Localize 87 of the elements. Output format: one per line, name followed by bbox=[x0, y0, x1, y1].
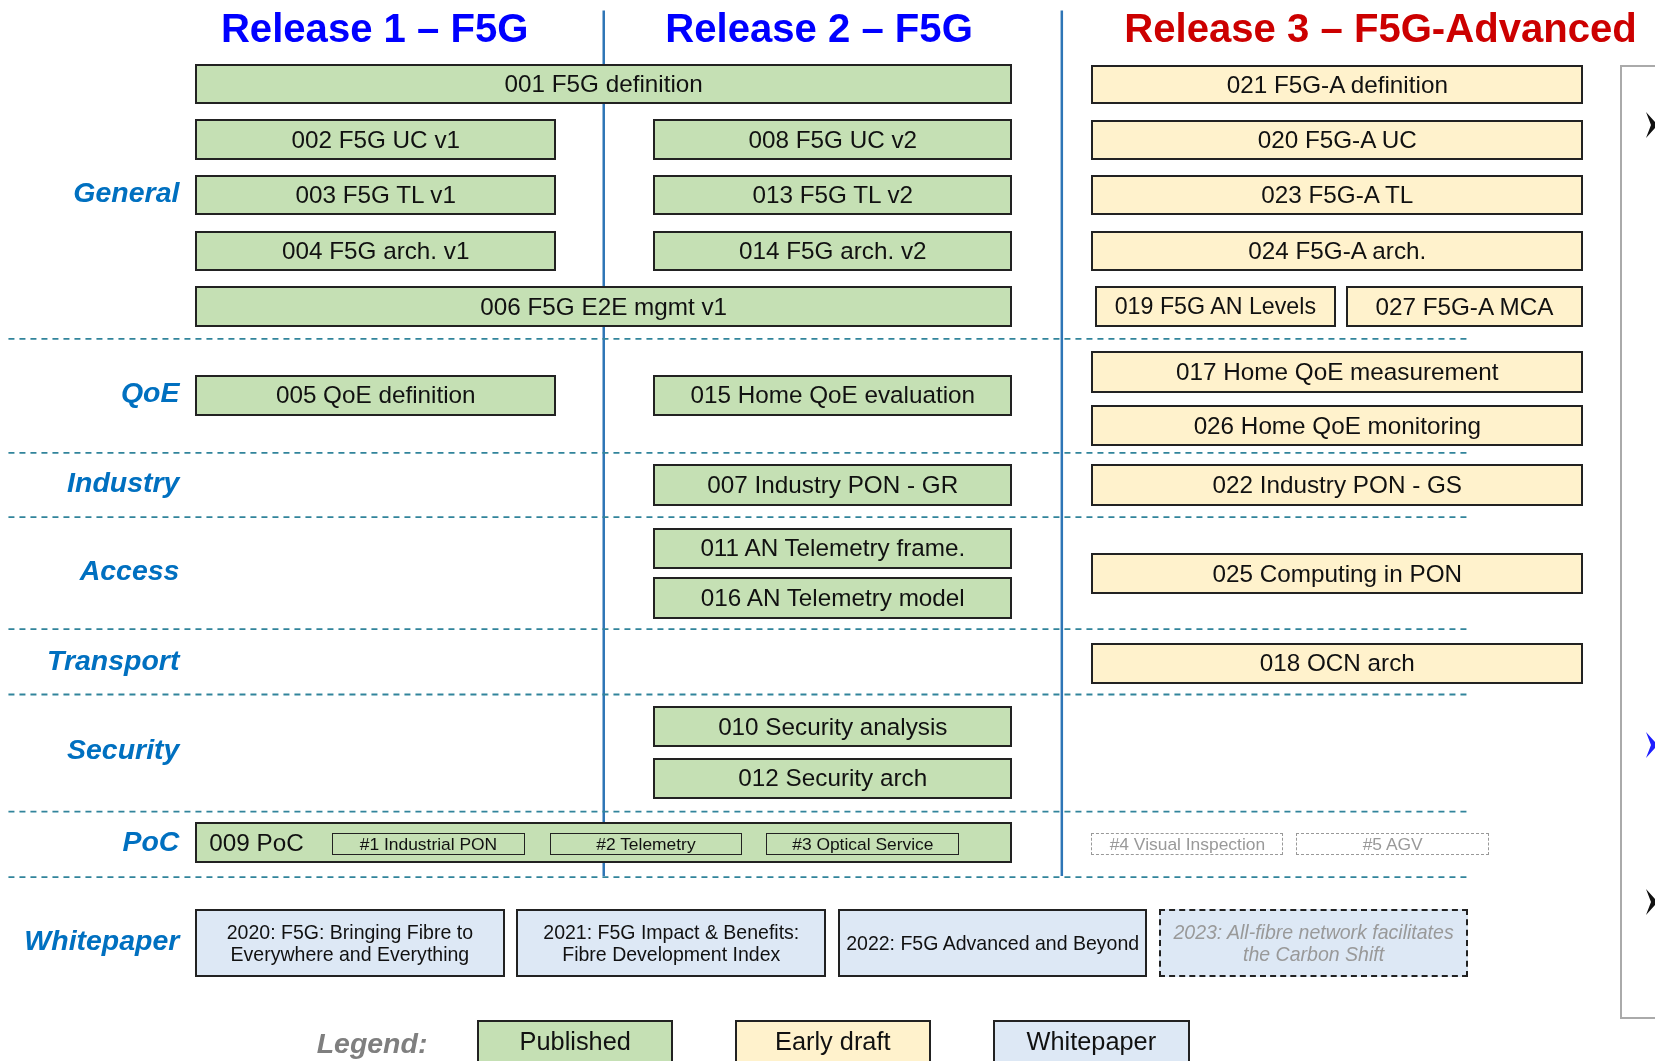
box-label: 2023: All-fibre network facilitates the Carbon Shift bbox=[1172, 920, 1455, 966]
document-box bbox=[653, 527, 1013, 569]
document-box bbox=[195, 231, 557, 272]
document-box bbox=[1091, 642, 1584, 684]
box-label: #5 AGV bbox=[1362, 833, 1423, 854]
box-label: 022 Industry PON - GS bbox=[1212, 471, 1463, 499]
category-label: Access bbox=[79, 553, 180, 587]
box-label: 018 OCN arch bbox=[1259, 649, 1415, 678]
document-box bbox=[1091, 553, 1584, 595]
category-label: Transport bbox=[47, 643, 180, 677]
release-heading: Release 3 – F5G-Advanced bbox=[1124, 6, 1637, 52]
box-label: 017 Home QoE measurement bbox=[1176, 358, 1499, 386]
box-label: 004 F5G arch. v1 bbox=[282, 237, 470, 266]
category-label: Security bbox=[67, 732, 180, 766]
box-label: 020 F5G-A UC bbox=[1257, 126, 1417, 155]
poc-tag bbox=[766, 832, 960, 855]
document-box bbox=[195, 374, 557, 416]
box-label: 014 F5G arch. v2 bbox=[739, 237, 927, 266]
box-label: 008 F5G UC v2 bbox=[748, 125, 918, 154]
document-box bbox=[653, 175, 1013, 216]
legend-label: Early draft bbox=[775, 1026, 891, 1056]
whitepaper-box bbox=[838, 908, 1148, 978]
box-label: 023 F5G-A TL bbox=[1261, 181, 1414, 210]
box-label: 024 F5G-A arch. bbox=[1248, 237, 1427, 266]
box-label: #1 Industrial PON bbox=[359, 833, 498, 854]
box-label: 006 F5G E2E mgmt v1 bbox=[480, 292, 728, 321]
whitepaper-box bbox=[1158, 908, 1469, 978]
document-box bbox=[653, 706, 1013, 748]
category-label: PoC bbox=[122, 824, 180, 858]
document-box bbox=[195, 64, 1013, 105]
document-box bbox=[653, 231, 1013, 272]
box-label: 025 Computing in PON bbox=[1212, 559, 1463, 588]
poc-tag bbox=[1091, 832, 1284, 855]
document-box bbox=[1094, 286, 1337, 328]
document-box bbox=[195, 286, 1013, 328]
release-heading: Release 1 – F5G bbox=[220, 6, 529, 52]
legend-heading: Legend: bbox=[316, 1026, 428, 1060]
document-box bbox=[653, 577, 1013, 619]
document-box bbox=[1091, 231, 1584, 272]
category-label: Whitepaper bbox=[24, 923, 180, 957]
box-label: 011 AN Telemetry frame. bbox=[700, 534, 966, 563]
poc-tag bbox=[332, 832, 525, 855]
box-label: 015 Home QoE evaluation bbox=[690, 381, 976, 410]
box-label: 005 QoE definition bbox=[275, 381, 476, 410]
document-box bbox=[1091, 120, 1584, 161]
document-box bbox=[653, 119, 1013, 161]
category-label: QoE bbox=[120, 375, 180, 409]
box-label: 2020: F5G: Bringing Fibre to Everywhere and Everything bbox=[225, 920, 474, 966]
document-box bbox=[653, 374, 1013, 416]
poc-tag bbox=[1296, 832, 1490, 855]
document-box bbox=[1345, 286, 1584, 328]
box-label: 009 PoC bbox=[209, 828, 304, 857]
box-label: #3 Optical Service bbox=[792, 833, 934, 854]
document-box bbox=[1091, 351, 1584, 393]
document-box bbox=[1091, 405, 1584, 447]
category-label: General bbox=[73, 175, 180, 209]
document-box bbox=[653, 464, 1013, 506]
box-label: 007 Industry PON - GR bbox=[707, 471, 959, 499]
document-box bbox=[195, 119, 557, 161]
box-label: 021 F5G-A definition bbox=[1226, 71, 1448, 99]
legend-label: Published bbox=[519, 1026, 631, 1056]
box-label: 002 F5G UC v1 bbox=[291, 125, 461, 154]
document-box bbox=[1091, 175, 1584, 216]
release-heading: Release 2 – F5G bbox=[665, 6, 973, 52]
whitepaper-box bbox=[516, 908, 827, 978]
legend-label: Whitepaper bbox=[1026, 1026, 1157, 1056]
document-box bbox=[195, 175, 557, 216]
box-label: #4 Visual Inspection bbox=[1109, 833, 1266, 854]
category-label: Industry bbox=[67, 465, 180, 499]
box-label: 010 Security analysis bbox=[718, 712, 948, 741]
box-label: 013 F5G TL v2 bbox=[752, 181, 914, 210]
poc-tag bbox=[549, 832, 742, 855]
whitepaper-box bbox=[195, 908, 505, 978]
box-label: 026 Home QoE monitoring bbox=[1193, 411, 1481, 440]
box-label: #2 Telemetry bbox=[596, 833, 696, 854]
document-box bbox=[1091, 65, 1584, 105]
box-label: 019 F5G AN Levels bbox=[1114, 293, 1317, 320]
document-box bbox=[1091, 464, 1584, 506]
box-label: 2022: F5G Advanced and Beyond bbox=[846, 931, 1140, 955]
box-label: 2021: F5G Impact & Benefits: Fibre Development Index bbox=[542, 920, 801, 966]
document-box bbox=[653, 757, 1013, 799]
document-box bbox=[195, 822, 1013, 864]
box-label: 003 F5G TL v1 bbox=[295, 181, 456, 210]
box-label: 012 Security arch bbox=[738, 764, 928, 793]
box-label: 016 AN Telemetry model bbox=[700, 583, 965, 612]
box-label: 001 F5G definition bbox=[504, 70, 703, 99]
box-label: 027 F5G-A MCA bbox=[1375, 292, 1554, 321]
